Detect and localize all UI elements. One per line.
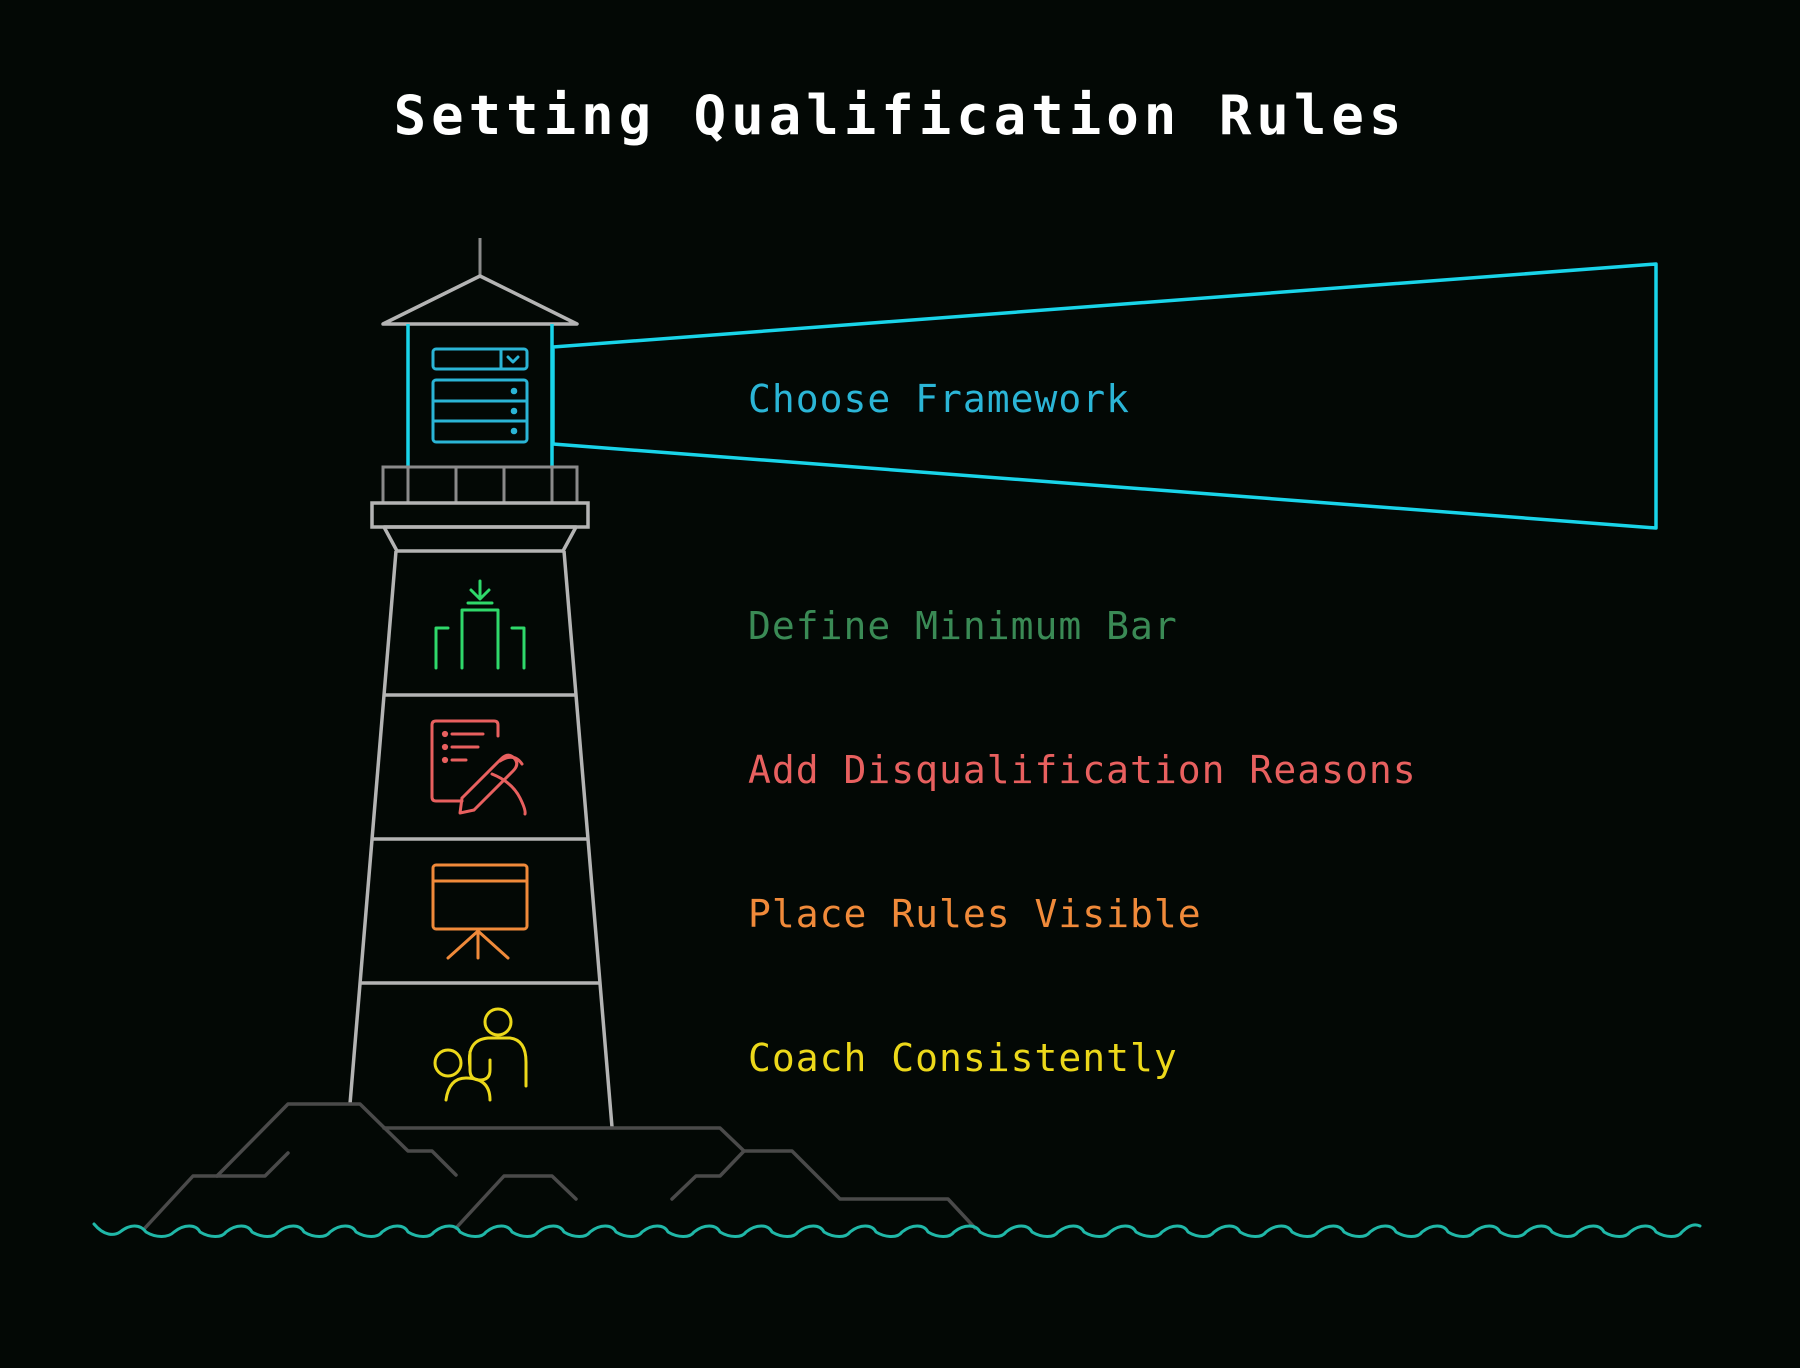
step-coach-consistently: Coach Consistently [748, 1036, 1178, 1080]
step-choose-framework: Choose Framework [748, 377, 1131, 421]
gallery-support [382, 525, 578, 553]
coaching-people-icon [433, 1007, 528, 1102]
bar-threshold-icon [434, 579, 526, 670]
step-define-minimum-bar: Define Minimum Bar [748, 604, 1178, 648]
document-sign-icon [430, 719, 527, 816]
step-add-disqualification-reasons: Add Disqualification Reasons [748, 748, 1417, 792]
gallery-deck [370, 501, 590, 529]
step-place-rules-visible: Place Rules Visible [748, 892, 1202, 936]
lighthouse-tower [348, 550, 614, 1128]
rocks [143, 1102, 977, 1230]
water-waves [92, 1222, 1702, 1238]
gallery-railing [381, 465, 579, 505]
presentation-board-icon [431, 863, 529, 960]
form-icon [431, 347, 529, 444]
diagram-title: Setting Qualification Rules [393, 84, 1407, 147]
lighthouse-roof [381, 274, 579, 326]
